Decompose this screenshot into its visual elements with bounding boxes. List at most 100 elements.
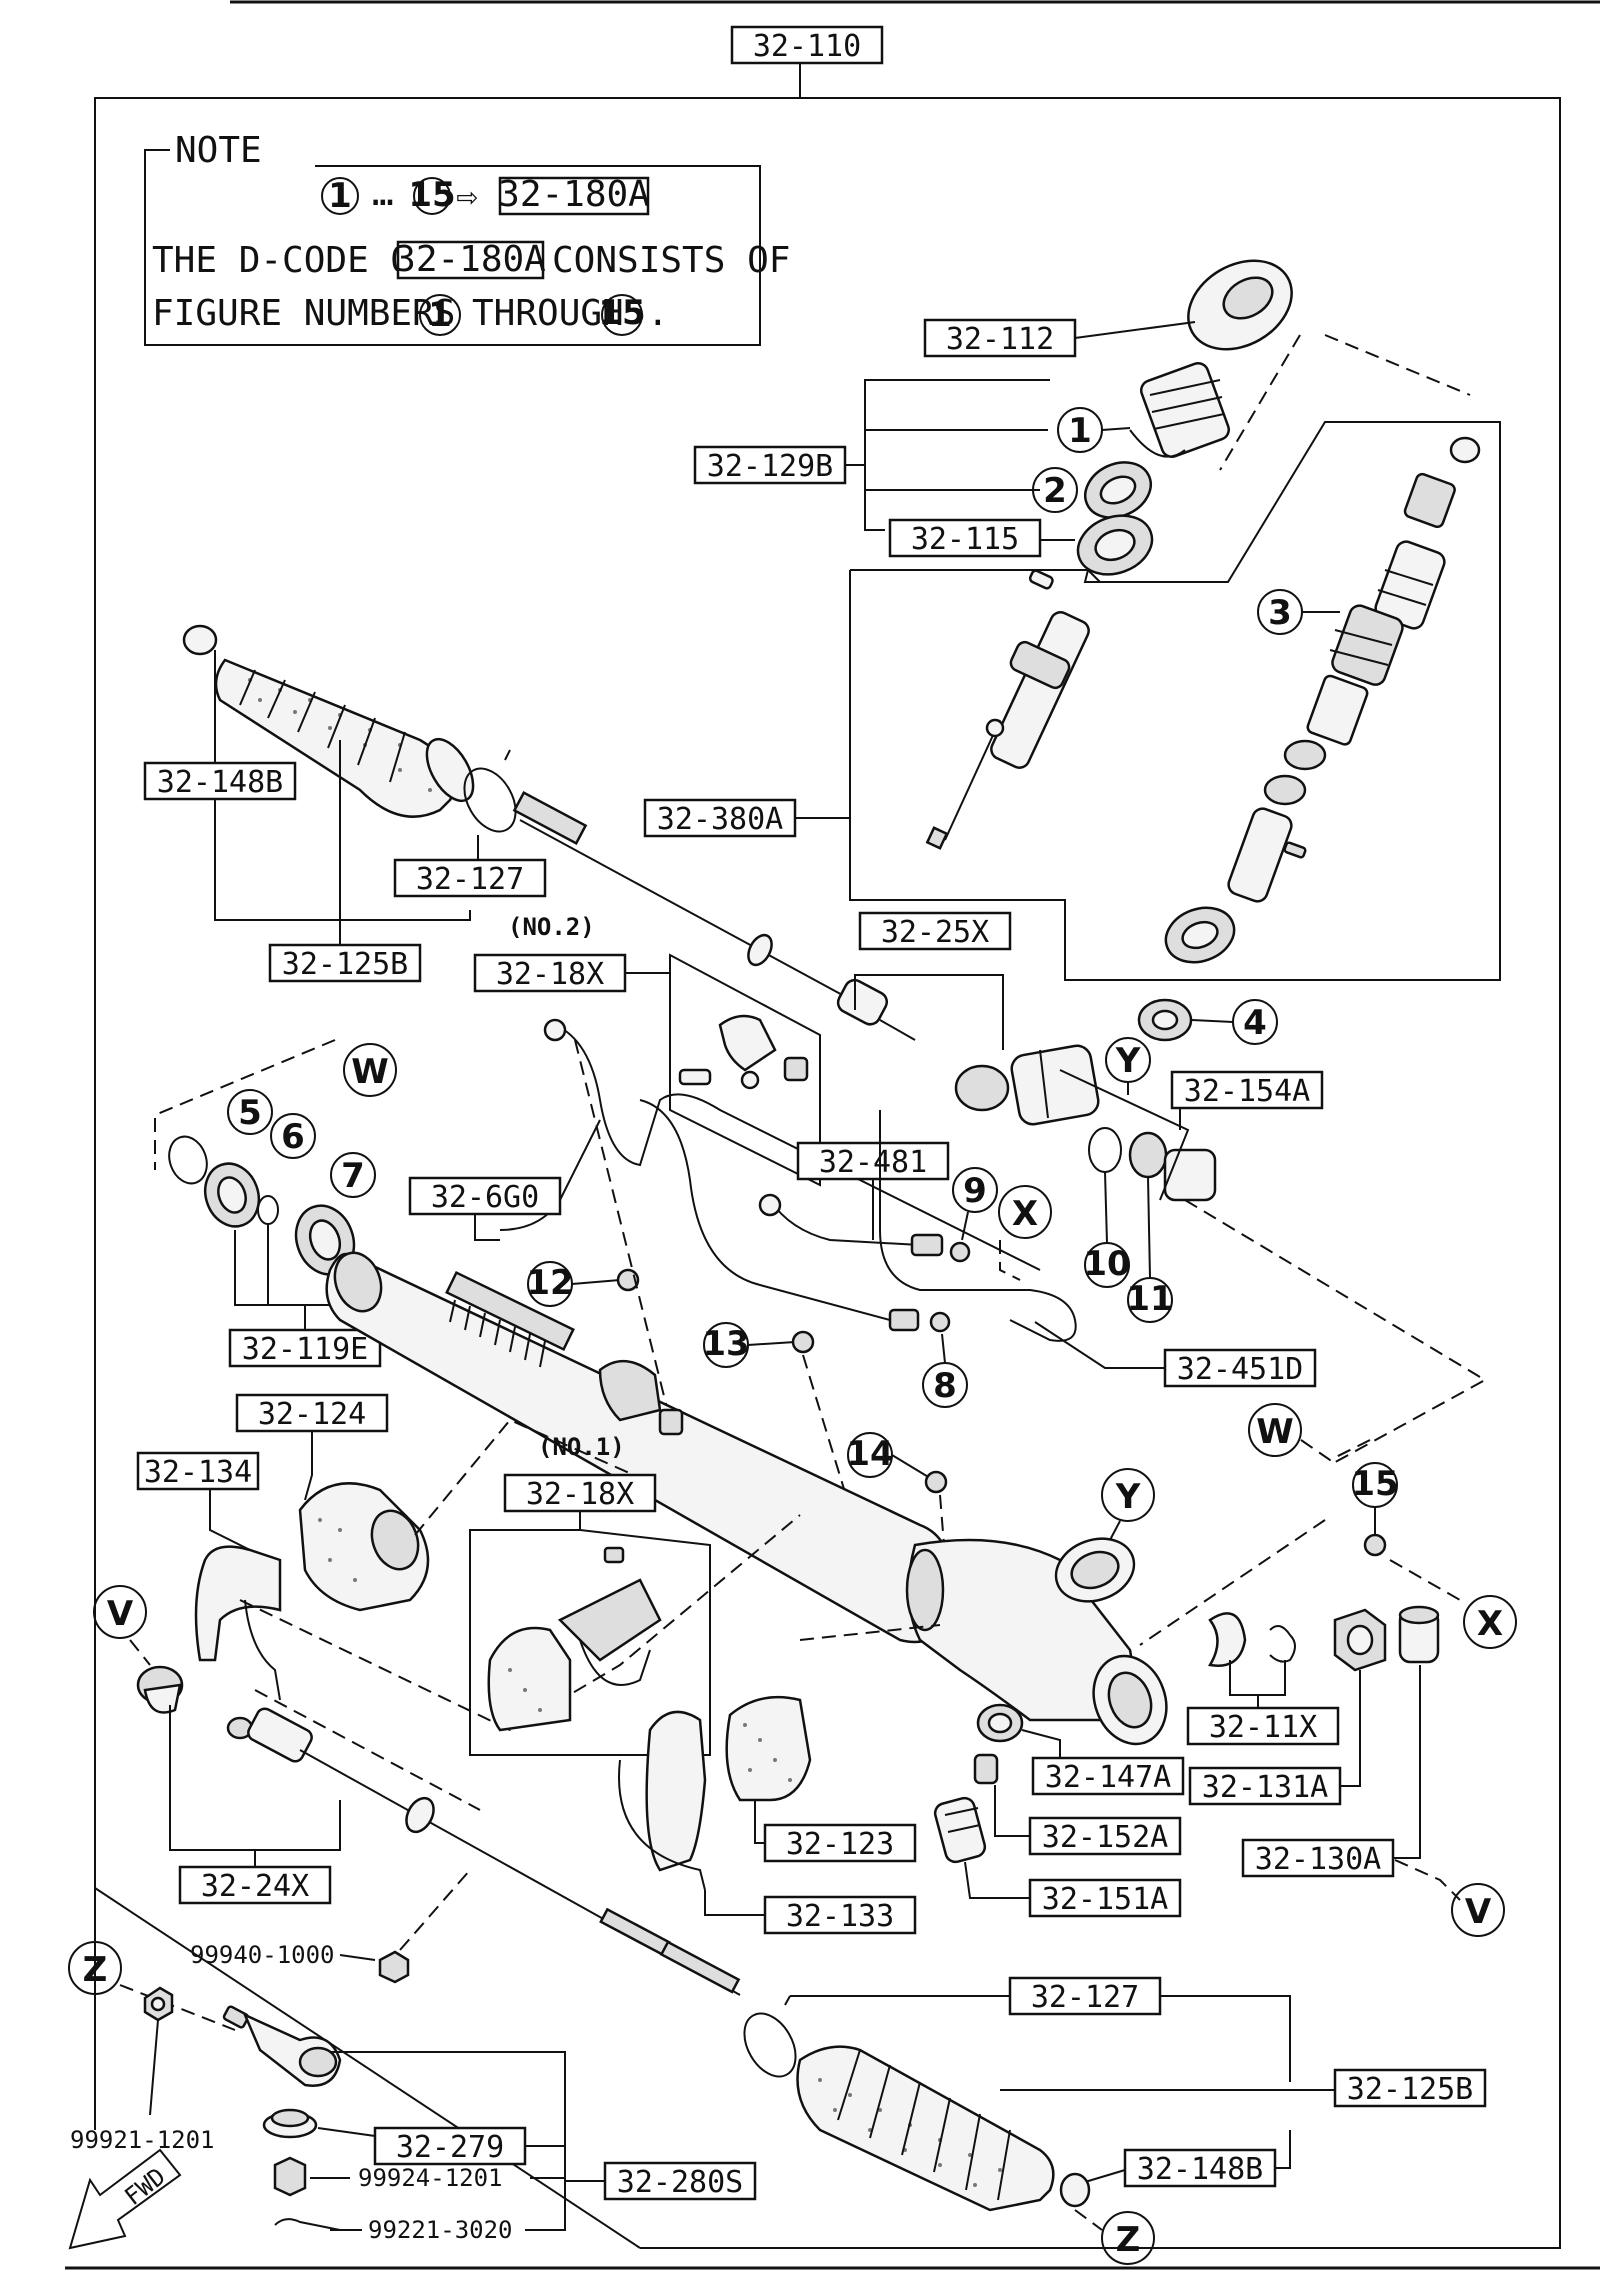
tie-rod-end-32-280S [222,2005,342,2231]
svg-text:32-6G0: 32-6G0 [431,1180,539,1215]
svg-text:NOTE: NOTE [175,130,262,171]
label-32-481: 32-481 [796,1141,950,1240]
svg-text:X: X [1012,1194,1038,1234]
ref-Z-left: Z [68,1941,236,2031]
svg-text:32-127: 32-127 [416,862,524,897]
pipe-32-6G0 [499,1018,1041,1271]
label-32-134: 32-134 [136,1451,260,1551]
bushing-32-123 [725,1695,812,1802]
ref-4: 4 [1191,999,1278,1045]
svg-text:32-148B: 32-148B [1137,2152,1263,2187]
svg-text:32-24X: 32-24X [201,1869,309,1904]
label-32-125B-bottom: 32-125B [1000,2068,1487,2108]
label-no1: (NO.1) [538,1433,625,1461]
svg-text:Y: Y [1115,1041,1141,1081]
valve-subgroup-dash [1219,334,1471,471]
svg-text:32-131A: 32-131A [1202,1770,1328,1805]
label-32-148B-bottom: 32-148B [1059,2130,1291,2208]
pinion-seal-32-112 [1187,259,1293,351]
svg-text:32-481: 32-481 [819,1145,927,1180]
ref-7: 7 [330,1152,376,1198]
svg-text:9: 9 [963,1171,987,1211]
ref-Y-top: Y [1105,1037,1151,1095]
label-32-151A: 32-151A [933,1796,1182,1918]
svg-text:⇨: ⇨ [456,176,478,217]
x-right-dash [1139,1519,1461,1646]
note-box: NOTE 1 … 15 ⇨ 32-180A THE D-CODE OF 32-1… [144,130,790,346]
fwd-arrow-icon: FWD [68,2148,182,2250]
ref-X-right: X [1463,1595,1517,1649]
dust-boot-bottom [796,2045,1055,2212]
oil-seal-parts-5-7 [168,1135,356,1276]
mount-bushing-32-124 [298,1482,430,1612]
svg-text:5: 5 [238,1093,262,1133]
ref-5: 5 [227,1089,273,1135]
svg-text:32-115: 32-115 [911,522,1019,557]
label-32-125B-top: 32-125B [268,740,422,983]
svg-text:1: 1 [428,295,452,335]
svg-text:CONSISTS OF: CONSISTS OF [552,240,790,281]
svg-text:4: 4 [1243,1003,1267,1043]
svg-text:15: 15 [598,293,645,333]
label-32-25X: 32-25X [854,911,1012,1050]
label-32-130A: 32-130A [1241,1665,1421,1878]
boot-band-bottom [743,1995,797,2078]
ref-13: 13 [702,1322,815,1368]
tie-rod-upper [512,791,916,1041]
svg-text:32-380A: 32-380A [657,802,783,837]
valve-group-frame [849,421,1501,981]
label-32-131A: 32-131A [1188,1670,1361,1806]
label-32-11X: 32-11X [1186,1660,1340,1746]
bracket-32-133 [618,1710,707,1891]
ref-10: 10 [1083,1171,1131,1288]
pipe-32-481 [758,1193,944,1257]
ref-2: 2 [1032,467,1078,513]
gear-housing [905,1537,1168,1746]
svg-text:1: 1 [328,176,352,216]
svg-text:32-130A: 32-130A [1255,1842,1381,1877]
oil-seal-part-1 [1129,362,1231,458]
svg-text:32-124: 32-124 [258,1397,366,1432]
label-32-451D: 32-451D [1034,1321,1317,1388]
label-32-18X-no2: 32-18X [473,953,821,1187]
pinion-shaft [925,569,1090,850]
svg-text:32-125B: 32-125B [282,947,408,982]
svg-text:32-180A: 32-180A [498,174,650,215]
ref-V-right: V [1451,1883,1505,1937]
pipe-32-451D [639,1099,1077,1342]
svg-text:Y: Y [1115,1477,1141,1517]
ref-8: 8 [922,1333,968,1408]
label-32-6G0: 32-6G0 [408,1176,562,1241]
ref-12: 12 [526,1261,640,1307]
label-32-148B-top: 32-148B [143,650,471,921]
svg-text:FIGURE NUMBERS: FIGURE NUMBERS [152,293,455,334]
ref-6: 6 [270,1113,316,1159]
nut-99921-1201 [143,1986,174,2116]
ref-W-right: W [1248,1403,1371,1462]
svg-text:32-152A: 32-152A [1042,1820,1168,1855]
inner-tie-rod-32-24X [226,1707,741,1996]
bellows-cap-left [136,1665,184,1714]
svg-text:32-119E: 32-119E [242,1332,368,1367]
label-99921-1201: 99921-1201 [70,2126,215,2154]
label-32-129B-group: 32-129B [693,379,1050,531]
svg-text:8: 8 [933,1366,957,1406]
bearing-32-115 [1076,514,1154,576]
ref-Y-center: Y [1101,1468,1155,1541]
svg-text:1: 1 [1068,411,1092,451]
svg-text:W: W [351,1052,389,1092]
label-32-115: 32-115 [888,518,1075,558]
label-99221-3020: 99221-3020 [330,2216,513,2244]
svg-text:…: … [372,173,394,214]
ref-9: 9 [949,1167,998,1263]
svg-text:32-147A: 32-147A [1045,1760,1171,1795]
svg-text:32-18X: 32-18X [526,1477,634,1512]
svg-text:V: V [1465,1892,1492,1932]
label-32-154A: 32-154A [1059,1069,1324,1201]
bracket-no2 [678,1014,809,1090]
boot-clamp-top [182,624,218,656]
z-dash [399,1869,471,1951]
svg-text:13: 13 [702,1324,749,1364]
label-32-124: 32-124 [235,1393,389,1501]
